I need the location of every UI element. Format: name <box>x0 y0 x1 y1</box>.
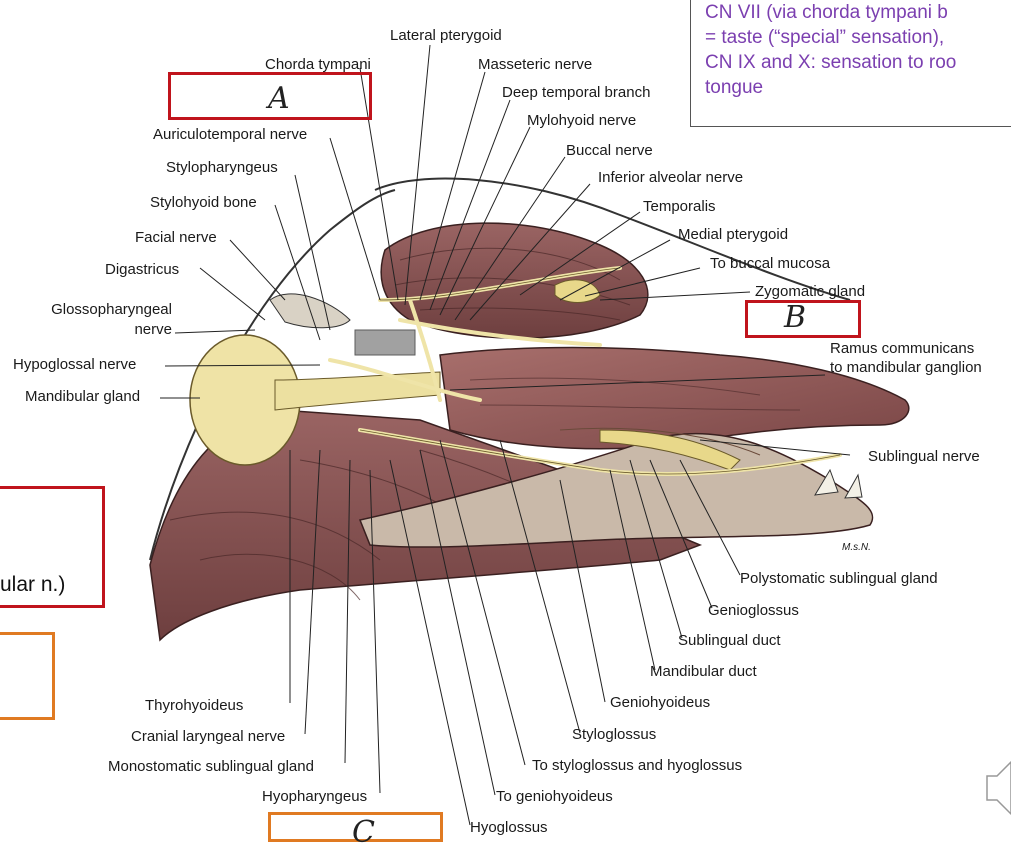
label-zygomatic-gland: Zygomatic gland <box>755 283 866 300</box>
label-mandibular-gland: Mandibular gland <box>25 388 141 405</box>
note-line: = taste (“special” sensation), <box>705 27 945 48</box>
label-stylopharyngeus: Stylopharyngeus <box>166 159 278 176</box>
label-stylohyoid-bone: Stylohyoid bone <box>150 194 257 211</box>
label-medial-pterygoid: Medial pterygoid <box>678 226 789 243</box>
label-ramus-communicans: Ramus communicans <box>830 340 975 357</box>
label-glossopharyngeal: Glossopharyngeal <box>51 301 172 318</box>
label-monostomatic-sublingual-gland: Monostomatic sublingual gland <box>108 758 314 775</box>
answer-box-left-red[interactable] <box>0 486 105 608</box>
label-deep-temporal-branch: Deep temporal branch <box>502 84 651 101</box>
note-box: CN VII (via chorda tympani b = taste (“s… <box>690 0 1011 127</box>
label-to-buccal-mucosa: To buccal mucosa <box>710 255 831 272</box>
sublingual-gland-strip <box>599 429 741 471</box>
label-sublingual-duct: Sublingual duct <box>678 632 781 649</box>
label-digastricus: Digastricus <box>105 261 180 278</box>
mandible <box>358 432 874 548</box>
label-buccal-nerve: Buccal nerve <box>566 142 653 159</box>
illustrator-signature: M.s.N. <box>842 542 871 553</box>
label-to-mandibular-ganglion: to mandibular ganglion <box>830 359 982 376</box>
speaker-icon[interactable] <box>983 758 1011 818</box>
label-polystomatic-sublingual-gland: Polystomatic sublingual gland <box>740 570 938 587</box>
note-line: tongue <box>705 77 764 98</box>
label-styloglossus: Styloglossus <box>572 726 657 743</box>
answer-box-c[interactable] <box>268 812 443 842</box>
temporalis-muscle <box>380 222 649 339</box>
label-geniohyoideus: Geniohyoideus <box>610 694 711 711</box>
label-hyopharyngeus: Hyopharyngeus <box>262 788 368 805</box>
label-thyrohyoideus: Thyrohyoideus <box>145 697 244 714</box>
label-mandibular-duct: Mandibular duct <box>650 663 757 680</box>
answer-box-b[interactable] <box>745 300 861 338</box>
note-line: CN VII (via chorda tympani b <box>705 2 948 23</box>
label-masseteric-nerve: Masseteric nerve <box>478 56 593 73</box>
label-genioglossus: Genioglossus <box>708 602 799 619</box>
label-hyoglossus: Hyoglossus <box>470 819 548 836</box>
label-to-geniohyoideus: To geniohyoideus <box>496 788 613 805</box>
label-cranial-laryngeal-nerve: Cranial laryngeal nerve <box>131 728 286 745</box>
box-letter-a: A <box>268 81 290 116</box>
note-line: CN IX and X: sensation to roo <box>705 52 957 73</box>
label-hypoglossal-nerve: Hypoglossal nerve <box>13 356 137 373</box>
label-chorda-tympani: Chorda tympani <box>265 56 371 73</box>
label-sublingual-nerve: Sublingual nerve <box>868 448 980 465</box>
label-to-styloglossus-and-hyoglossus: To styloglossus and hyoglossus <box>532 757 743 774</box>
label-temporalis: Temporalis <box>643 198 716 215</box>
answer-box-a[interactable] <box>168 72 372 120</box>
label-glossopharyngeal-nerve: nerve <box>134 321 172 338</box>
label-facial-nerve: Facial nerve <box>135 229 217 246</box>
label-inferior-alveolar-nerve: Inferior alveolar nerve <box>598 169 744 186</box>
box-letter-c: C <box>352 815 375 850</box>
label-mylohyoid-nerve: Mylohyoid nerve <box>527 112 637 129</box>
answer-box-left-orange[interactable] <box>0 632 55 720</box>
box-letter-b: B <box>784 300 807 335</box>
label-lateral-pterygoid: Lateral pterygoid <box>390 27 502 44</box>
partial-text: ular n.) <box>0 573 66 596</box>
label-auriculotemporal-nerve: Auriculotemporal nerve <box>153 126 308 143</box>
